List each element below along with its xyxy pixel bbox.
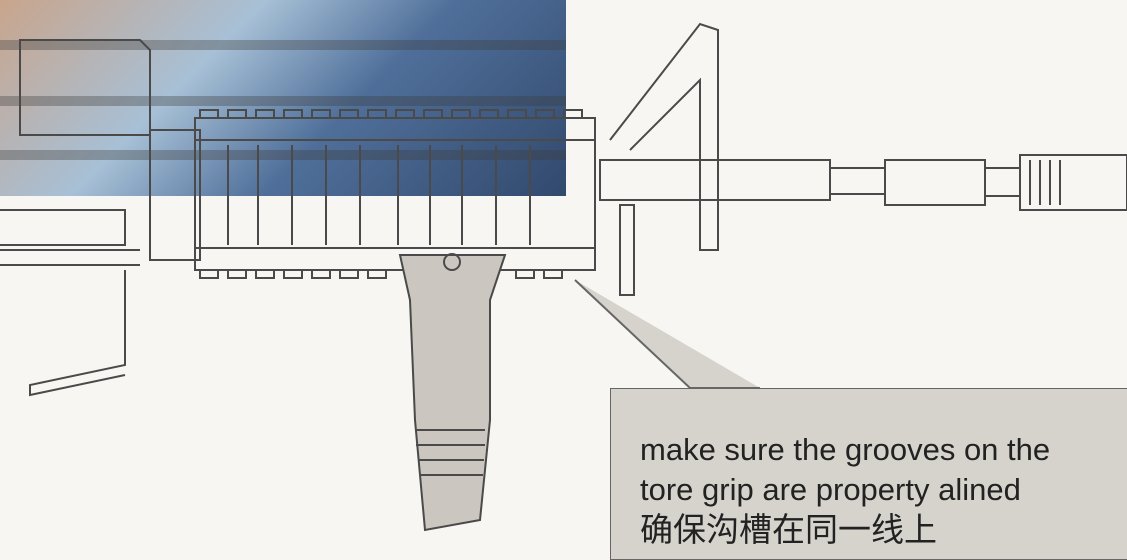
- scan-band: [0, 150, 566, 160]
- note-line-3: 确保沟槽在同一线上: [640, 510, 937, 549]
- barrel-section: [599, 159, 831, 201]
- lower-receiver-outline: [0, 209, 126, 246]
- vertical-fore-grip: [398, 253, 507, 532]
- delta-ring: [149, 129, 201, 261]
- photo-strip: [0, 0, 566, 196]
- flash-hider: [1019, 154, 1127, 211]
- carry-handle-outline: [19, 39, 151, 136]
- callout-note: make sure the grooves on the tore grip a…: [640, 430, 1050, 550]
- scan-band: [0, 40, 566, 50]
- magazine-outline: [29, 270, 126, 397]
- rifle-illustration: [0, 22, 1127, 532]
- callout-pointer: [574, 279, 760, 389]
- note-line-1: make sure the grooves on the: [640, 432, 1051, 467]
- front-sight-outline: [609, 22, 719, 251]
- callout-box: [610, 388, 1127, 560]
- sling-swivel: [619, 204, 635, 296]
- scan-band: [0, 96, 566, 106]
- note-line-2: tore grip are property alined: [640, 472, 1021, 507]
